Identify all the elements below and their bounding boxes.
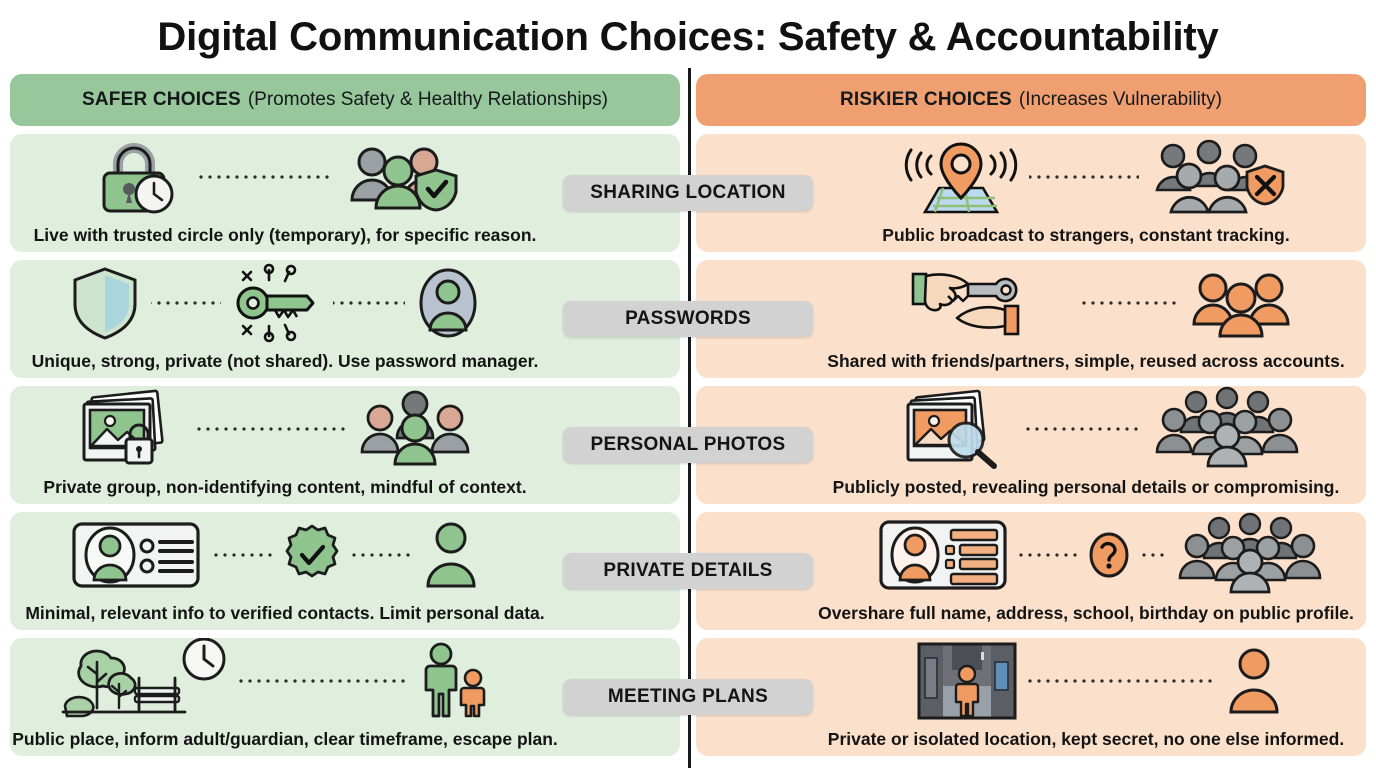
id-card-icon <box>70 518 202 592</box>
caption-safer-meeting: Public place, inform adult/guardian, cle… <box>12 729 558 749</box>
icon-group-safer-location <box>10 138 680 216</box>
trusted-group-shield-check-icon <box>344 140 462 214</box>
category-pill-private-details: PRIVATE DETAILS <box>563 553 813 589</box>
icon-group-riskier-location <box>696 138 1366 216</box>
clock-icon <box>181 638 227 682</box>
header-safer-choices: SAFER CHOICES (Promotes Safety & Healthy… <box>10 74 680 126</box>
category-pill-sharing-location: SHARING LOCATION <box>563 175 813 211</box>
photo-magnifier-icon <box>900 389 1012 469</box>
public-profile-card-icon <box>877 518 1009 592</box>
header-riskier-sub: (Increases Vulnerability) <box>1018 89 1223 110</box>
caption-riskier-details: Overshare full name, address, school, bi… <box>818 603 1354 623</box>
caption-riskier-passwords: Shared with friends/partners, simple, re… <box>827 351 1345 371</box>
category-pill-passwords: PASSWORDS <box>563 301 813 337</box>
adult-and-child-icon <box>417 642 491 718</box>
large-stranger-crowd-icon <box>1175 512 1325 594</box>
hand-passing-key-icon <box>909 266 1069 340</box>
secure-key-icon <box>231 263 323 343</box>
header-safer-strong: SAFER CHOICES <box>82 89 241 110</box>
dark-alley-icon <box>917 642 1017 720</box>
header-riskier-choices: RISKIER CHOICES (Increases Vulnerability… <box>696 74 1366 126</box>
icon-group-riskier-passwords <box>696 264 1366 342</box>
small-trusted-group-icon <box>356 390 474 466</box>
connector-dots <box>151 301 221 305</box>
caption-riskier-location: Public broadcast to strangers, constant … <box>882 225 1290 245</box>
connector-dots <box>350 553 412 557</box>
connector-dots <box>1019 553 1077 557</box>
connector-dots <box>237 679 407 683</box>
large-stranger-crowd-icon <box>1152 386 1302 468</box>
icon-group-riskier-meeting <box>696 642 1366 720</box>
connector-dots <box>1022 427 1142 431</box>
page-title: Digital Communication Choices: Safety & … <box>157 15 1219 59</box>
connector-dots <box>196 427 346 431</box>
orange-group-icon <box>1189 266 1293 340</box>
icon-group-riskier-photos <box>696 386 1366 469</box>
locked-photos-icon <box>76 389 186 466</box>
connector-dots <box>1025 679 1215 683</box>
padlock-clock-icon <box>88 140 184 214</box>
header-riskier-strong: RISKIER CHOICES <box>839 89 1012 110</box>
caption-safer-photos: Private group, non-identifying content, … <box>43 477 527 497</box>
map-pin-broadcast-icon <box>903 140 1019 214</box>
caption-safer-passwords: Unique, strong, private (not shared). Us… <box>31 351 539 371</box>
connector-dots <box>1079 301 1179 305</box>
lone-person-icon <box>1225 644 1283 718</box>
connector-dots <box>212 553 274 557</box>
connector-dots <box>1029 175 1139 179</box>
connector-dots <box>1141 553 1165 557</box>
panel-safer-details: Minimal, relevant info to verified conta… <box>10 512 680 630</box>
icon-group-safer-details <box>10 516 680 594</box>
caption-safer-location: Live with trusted circle only (temporary… <box>33 225 537 245</box>
column-divider <box>688 68 691 768</box>
connector-dots <box>333 301 405 305</box>
category-pill-personal-photos: PERSONAL PHOTOS <box>563 427 813 463</box>
verified-badge-icon <box>284 518 340 592</box>
category-pill-meeting-plans: MEETING PLANS <box>563 679 813 715</box>
caption-riskier-photos: Publicly posted, revealing personal deta… <box>832 477 1340 497</box>
icon-group-safer-photos <box>10 389 680 468</box>
single-user-avatar-icon <box>415 266 481 340</box>
stranger-crowd-shield-x-icon <box>1149 139 1299 214</box>
question-mark-icon <box>1087 518 1131 592</box>
connector-dots <box>194 175 334 179</box>
icon-group-riskier-details <box>696 512 1366 594</box>
caption-riskier-meeting: Private or isolated location, kept secre… <box>827 729 1345 749</box>
icon-group-safer-meeting <box>10 638 680 720</box>
shield-icon <box>69 266 141 340</box>
caption-safer-details: Minimal, relevant info to verified conta… <box>25 603 545 623</box>
icon-group-safer-passwords <box>10 263 680 343</box>
single-person-icon <box>422 518 480 592</box>
header-safer-sub: (Promotes Safety & Healthy Relationships… <box>247 89 608 110</box>
park-bench-tree-icon <box>59 644 189 718</box>
